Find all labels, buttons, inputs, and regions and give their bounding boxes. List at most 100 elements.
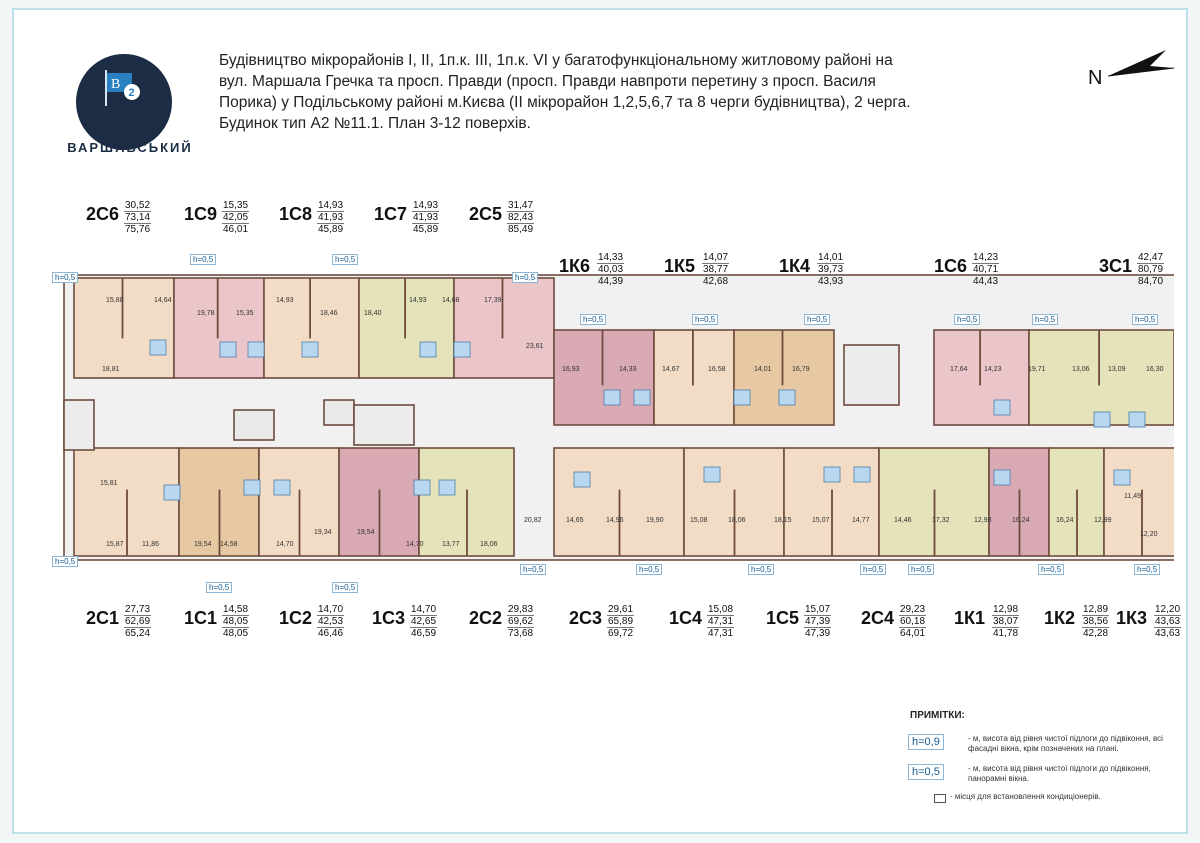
bathroom <box>603 389 621 406</box>
bathroom <box>733 389 751 406</box>
window-height-badge: h=0,5 <box>52 272 79 283</box>
area-value: 80,79 <box>1137 264 1165 276</box>
room-area: 19,71 <box>1028 366 1046 373</box>
bathroom <box>419 341 437 358</box>
room-area: 14,93 <box>276 297 294 304</box>
area-value: 62,69 <box>124 616 152 628</box>
elevator-shaft <box>233 409 275 441</box>
partition-wall <box>618 489 621 557</box>
apartment-block-top <box>73 277 175 379</box>
room-area: 23,61 <box>526 343 544 350</box>
partition-wall <box>601 329 604 386</box>
bathroom <box>823 466 841 483</box>
area-value: 14,93 <box>317 200 345 212</box>
partition-wall <box>733 489 736 557</box>
bathroom <box>247 341 265 358</box>
bathroom <box>573 471 591 488</box>
bathroom <box>163 484 181 501</box>
area-value: 14,70 <box>317 604 345 616</box>
window-height-badge: h=0,5 <box>52 556 79 567</box>
room-area: 15,88 <box>106 297 124 304</box>
window-height-badge: h=0,5 <box>1038 564 1065 575</box>
area-value: 65,24 <box>125 628 151 639</box>
area-value: 42,28 <box>1083 628 1109 639</box>
apartment-code: 2С3 <box>569 608 603 628</box>
apartment-code: 1К1 <box>954 608 986 628</box>
room-area: 19,54 <box>357 529 375 536</box>
apartment-block-top <box>263 277 360 379</box>
apartment-code: 2С6 <box>86 204 120 224</box>
area-value: 12,98 <box>992 604 1020 616</box>
area-value: 42,68 <box>703 276 729 287</box>
stair-west <box>63 399 95 451</box>
apartment-code: 1С9 <box>184 204 218 224</box>
area-value: 42,65 <box>410 616 438 628</box>
apartment-code: 2С5 <box>469 204 503 224</box>
area-value: 42,47 <box>1137 252 1165 264</box>
room-area: 14,77 <box>852 517 870 524</box>
apartment-code: 1С8 <box>279 204 313 224</box>
bathroom <box>853 466 871 483</box>
area-value: 41,78 <box>993 628 1019 639</box>
notes-title: ПРИМІТКИ: <box>910 710 965 721</box>
area-value: 75,76 <box>125 224 151 235</box>
plan-sheet: B 2 ВАРШАВСЬКИЙ Будівництво мікрорайонів… <box>12 8 1188 834</box>
bathroom <box>703 466 721 483</box>
staircase <box>353 404 415 446</box>
room-area: 11,49 <box>1124 493 1141 500</box>
area-value: 42,53 <box>317 616 345 628</box>
area-value: 47,39 <box>804 616 832 628</box>
bathroom <box>149 339 167 356</box>
window-height-badge: h=0,5 <box>206 582 233 593</box>
window-height-badge: h=0,5 <box>190 254 217 265</box>
apartment-block-top <box>553 329 655 426</box>
area-value: 14,58 <box>222 604 250 616</box>
staircase-east <box>843 344 900 406</box>
area-value: 48,05 <box>223 628 249 639</box>
room-area: 18,15 <box>774 517 792 524</box>
room-area: 12,99 <box>1094 517 1112 524</box>
room-area: 12,98 <box>974 517 992 524</box>
area-value: 38,07 <box>992 616 1020 628</box>
elevator-shaft <box>323 399 355 426</box>
area-value: 65,89 <box>607 616 635 628</box>
window-height-badge: h=0,5 <box>1134 564 1161 575</box>
bathroom <box>1093 411 1111 428</box>
notes-legend: ПРИМІТКИ: h=0,9 - м, висота від рівня чи… <box>894 710 1184 810</box>
note-badge-h09: h=0,9 <box>908 734 944 750</box>
area-value: 64,01 <box>900 628 926 639</box>
area-value: 14,33 <box>597 252 625 264</box>
area-value: 85,49 <box>508 224 534 235</box>
window-height-badge: h=0,5 <box>860 564 887 575</box>
area-value: 15,35 <box>222 200 250 212</box>
area-value: 14,23 <box>972 252 1000 264</box>
window-height-badge: h=0,5 <box>512 272 539 283</box>
area-value: 15,07 <box>804 604 832 616</box>
area-value: 44,39 <box>598 276 624 287</box>
area-value: 14,07 <box>702 252 730 264</box>
room-area: 14,01 <box>754 366 772 373</box>
apartment-code: 1С6 <box>934 256 968 276</box>
room-area: 14,70 <box>276 541 294 548</box>
area-value: 29,61 <box>607 604 635 616</box>
room-area: 13,06 <box>1072 366 1090 373</box>
title-line: Будівництво мікрорайонів I, II, 1п.к. II… <box>219 52 893 69</box>
apartment-code: 1К4 <box>779 256 811 276</box>
bathroom <box>633 389 651 406</box>
area-value: 44,43 <box>973 276 999 287</box>
bathroom <box>438 479 456 496</box>
bathroom <box>273 479 291 496</box>
north-arrow-icon: N <box>1088 50 1175 89</box>
window-height-badge: h=0,5 <box>332 254 359 265</box>
apartment-block-top <box>1028 329 1174 426</box>
room-area: 11,86 <box>142 541 159 548</box>
window-height-badge: h=0,5 <box>332 582 359 593</box>
room-area: 12,20 <box>1140 531 1158 538</box>
